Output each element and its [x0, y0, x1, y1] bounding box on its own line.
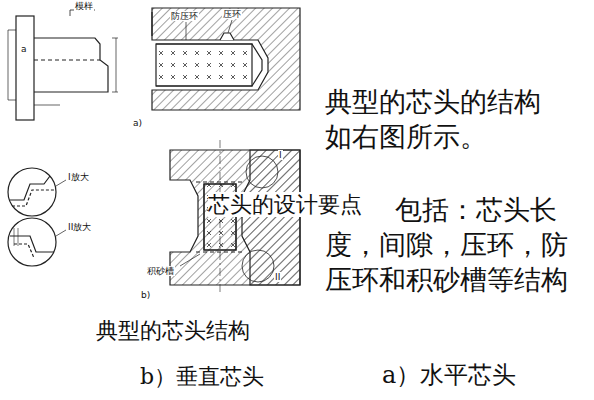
dimension-label: a [20, 44, 28, 54]
part-label: 积砂槽 [146, 266, 175, 276]
view-label: b) [140, 290, 151, 300]
sub-caption: a）水平芯头 [382, 362, 516, 390]
intro-text: 典型的芯头的结构如右图所示。 [325, 84, 565, 154]
view-label: a) [132, 118, 143, 128]
detail-mark: II [274, 272, 281, 282]
overlay-heading: 芯头的设计要点 [208, 192, 362, 217]
detail-label: II放大 [67, 222, 92, 232]
detail-mark: I [278, 150, 283, 160]
part-label: 压环 [222, 9, 242, 19]
body-text: 包括：芯头长度，间隙，压环，防压环和积砂槽等结构 [325, 192, 577, 297]
detail-label: I放大 [67, 172, 90, 182]
part-label: 模样 [74, 1, 94, 11]
figure-caption: 典型的芯头结构 [96, 318, 250, 343]
part-label: 防压环 [170, 11, 199, 21]
sub-caption: b）垂直芯头 [140, 364, 264, 389]
